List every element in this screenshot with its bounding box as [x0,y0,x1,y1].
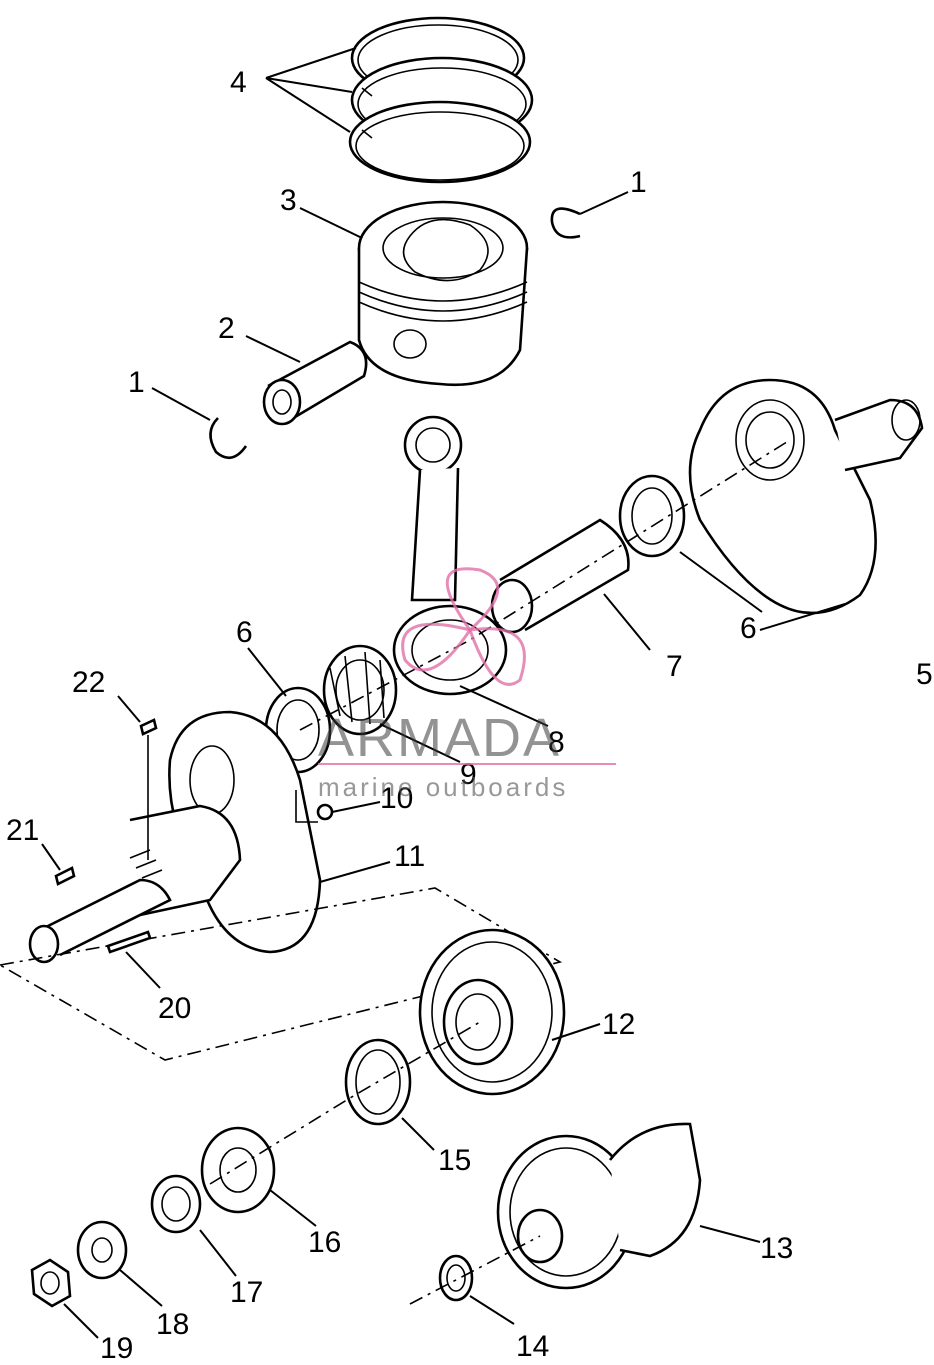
piston [357,200,529,387]
callout-9: 9 [460,758,477,791]
balancer-washer [438,1254,474,1302]
callout-16: 16 [308,1226,341,1259]
callout-1-lower: 1 [128,366,145,399]
callout-10: 10 [380,782,413,815]
piston-pin [262,340,368,426]
callout-22: 22 [72,666,105,699]
watermark-logo [401,567,526,686]
axis-lines [209,439,791,1305]
crankshaft-left-half [0,710,563,1061]
woodruff-key [54,866,76,886]
lock-nut [150,1174,202,1234]
connecting-rod [392,415,508,696]
callout-18: 18 [156,1308,189,1341]
callout-19: 19 [100,1332,133,1360]
balancer-shaft [496,1122,702,1290]
hex-nut [30,1258,72,1308]
callout-20: 20 [158,992,191,1025]
callout-6-right: 6 [740,612,757,645]
callout-5: 5 [916,658,933,691]
callout-13: 13 [760,1232,793,1265]
callout-15: 15 [438,1144,471,1177]
circlip-lower [209,417,248,460]
needle-bearing [322,644,398,736]
callout-14: 14 [516,1330,549,1360]
small-key [139,718,158,860]
timing-gear [418,928,566,1096]
watermark-tagline: marine outboards [318,772,568,802]
callout-6-left: 6 [236,616,253,649]
callout-8: 8 [548,726,565,759]
thrust-washer-right [618,474,686,558]
callout-21: 21 [6,814,39,847]
crank-pin [490,518,630,634]
watermark: ARMADA marine outboards [318,567,616,802]
crankshaft-right-half [688,378,924,615]
callout-17: 17 [230,1276,263,1309]
callout-1-upper: 1 [630,166,647,199]
watermark-brand: ARMADA [318,708,561,768]
callout-7: 7 [666,650,683,683]
callout-12: 12 [602,1008,635,1041]
callout-2: 2 [218,312,235,345]
piston-rings [348,16,534,184]
leader-lines [41,47,846,1339]
balancer-drive-gear [200,1126,276,1214]
flat-washer [76,1220,128,1280]
dowel-pin [106,930,152,954]
callout-11: 11 [394,840,425,873]
callout-4: 4 [230,66,247,99]
circlip-upper [550,207,581,239]
callout-numbers: 4 3 1 2 1 6 6 7 5 22 8 9 10 21 11 20 12 … [6,66,933,1365]
callout-3: 3 [280,184,297,217]
